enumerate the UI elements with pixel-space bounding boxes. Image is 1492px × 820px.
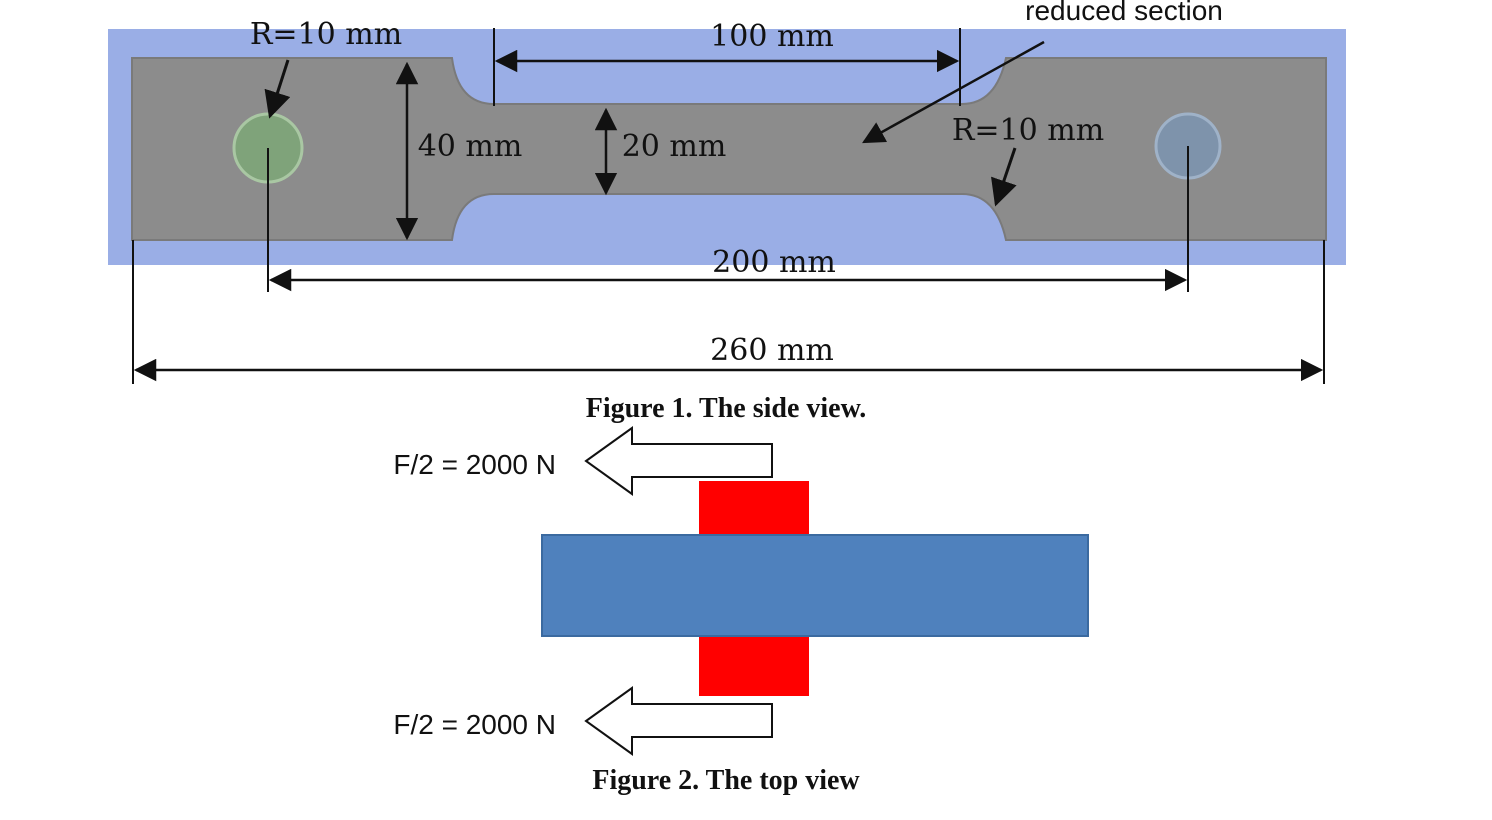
top-view: F/2 = 2000 N F/2 = 2000 N Figure 2. The … — [393, 426, 1089, 796]
length-260-label: 260 mm — [710, 333, 834, 368]
force-arrow-top — [584, 426, 773, 496]
width-20-label: 20 mm — [622, 129, 727, 164]
grip-top — [699, 481, 809, 537]
grip-bottom — [699, 634, 809, 696]
force-top-label: F/2 = 2000 N — [393, 449, 556, 480]
side-view: 100 mm R=10 mm reduced section R=10 mm 4… — [108, 0, 1346, 424]
width-40-label: 40 mm — [418, 129, 523, 164]
radius-left-label: R=10 mm — [250, 17, 402, 52]
reduced-section-arrow — [862, 40, 1045, 144]
radius-right-label: R=10 mm — [952, 113, 1104, 148]
plate — [541, 534, 1089, 637]
force-arrow-bottom — [584, 686, 773, 756]
figure-1-caption: Figure 1. The side view. — [586, 393, 867, 424]
length-200-label: 200 mm — [712, 245, 836, 280]
force-bottom-label: F/2 = 2000 N — [393, 709, 556, 740]
reduced-section-label: reduced section — [1025, 0, 1223, 26]
radius-left-arrow — [264, 59, 291, 119]
radius-right-arrow — [991, 147, 1017, 207]
figure-2-caption: Figure 2. The top view — [592, 765, 860, 796]
dogbone-specimen — [131, 57, 1327, 241]
length-100-label: 100 mm — [710, 19, 834, 54]
